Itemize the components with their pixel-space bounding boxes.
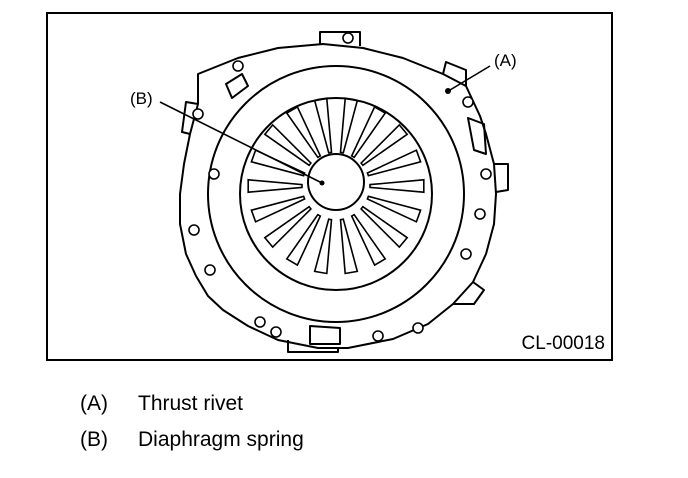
spring-finger (350, 213, 387, 267)
bolt-hole (474, 208, 486, 220)
spring-finger (263, 205, 312, 249)
bolt-hole (412, 322, 424, 334)
spring-finger (250, 195, 306, 223)
diagram-frame: (A) (B) CL-00018 (46, 12, 613, 361)
spring-finger (360, 123, 409, 167)
bolt-hole (208, 168, 220, 180)
spring-finger (339, 97, 359, 154)
diaphragm-spring-marker (319, 180, 325, 186)
leader-line-a (449, 65, 491, 91)
legend-item-a: (A) Thrust rivet (80, 392, 243, 416)
spring-finger (339, 218, 359, 275)
spring-finger (313, 97, 333, 154)
bolt-hole (372, 330, 384, 342)
spring-finger (369, 178, 425, 194)
center-hole (307, 153, 365, 211)
bolt-hole (270, 326, 282, 338)
thrust-rivet-marker (445, 88, 451, 94)
bolt-hole (254, 316, 266, 328)
bolt-hole (460, 248, 472, 260)
cover-flange (179, 43, 497, 349)
legend-item-b: (B) Diaphragm spring (80, 428, 304, 452)
leader-line-b (159, 101, 321, 183)
callout-a: (A) (494, 51, 517, 70)
flange-tab (181, 101, 199, 135)
bolt-hole (204, 264, 216, 276)
spring-finger (360, 205, 409, 249)
legend-key: (B) (80, 428, 108, 451)
callout-b: (B) (130, 89, 153, 108)
bolt-hole (462, 96, 474, 108)
spring-finger (250, 149, 306, 177)
flange-tab (453, 281, 485, 305)
spring-finger (285, 105, 322, 159)
bolt-hole (480, 168, 492, 180)
bolt-hole (192, 108, 204, 120)
spring-finger (313, 218, 333, 275)
spring-finger (350, 105, 387, 159)
bolt-hole (232, 60, 244, 72)
spring-finger (285, 213, 322, 267)
outer-ring (207, 65, 465, 323)
legend-text: Thrust rivet (138, 392, 244, 415)
spring-finger (366, 149, 422, 177)
flange-tab (494, 163, 509, 193)
figure-id-label: CL-00018 (521, 333, 605, 354)
legend-key: (A) (80, 392, 108, 415)
cover-lever (225, 73, 249, 99)
clutch-cover-drawing (159, 31, 509, 353)
bolt-hole (188, 224, 200, 236)
flange-tab (287, 340, 339, 353)
flange-tab (442, 61, 467, 86)
spring-finger (366, 195, 422, 223)
spring-finger (247, 178, 303, 194)
inner-ring (239, 97, 433, 291)
bolt-hole (342, 32, 354, 44)
spring-finger (263, 123, 312, 167)
legend-text: Diaphragm spring (138, 428, 304, 451)
cover-clip (309, 325, 341, 345)
flange-tab (319, 31, 361, 46)
cover-lever (467, 117, 487, 155)
